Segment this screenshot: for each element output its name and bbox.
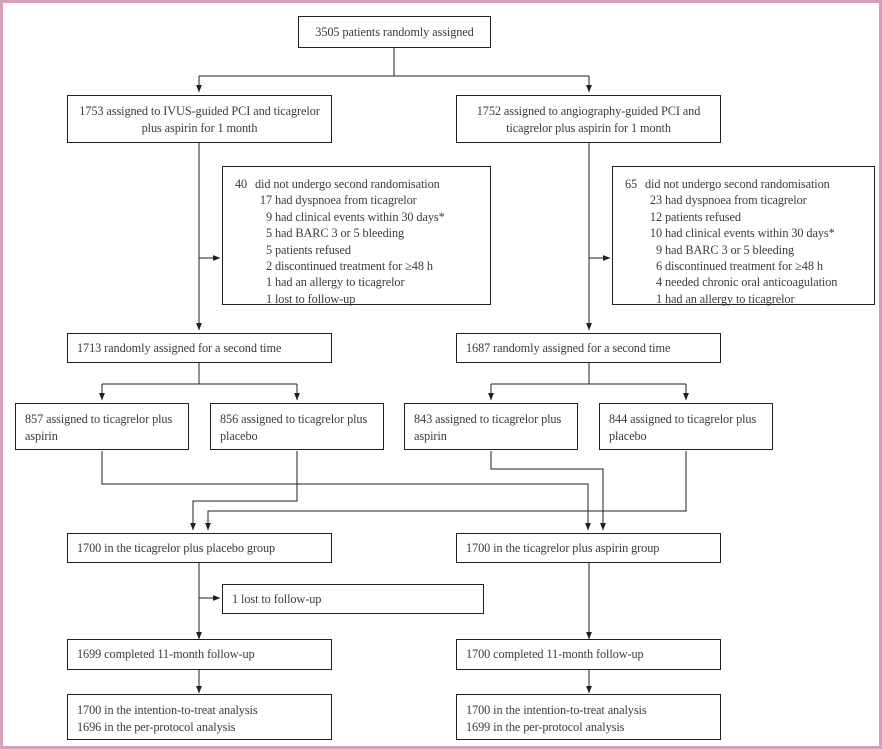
analysis-right-pp: 1699 in the per-protocol analysis (466, 719, 625, 734)
alloc-1-line2: aspirin (25, 428, 58, 443)
exclusion-item-count: 9 (655, 242, 662, 257)
analysis-left-itt: 1700 in the intention-to-treat analysis (77, 703, 258, 717)
exclusion-item-text: patients refused (274, 242, 351, 257)
node-allocation-ticagrelor-placebo-ivus: 856 assigned to ticagrelor plus placebo (210, 403, 384, 450)
lost-followup-label: 1 lost to follow-up (232, 592, 322, 606)
node-analysis-left: 1700 in the intention-to-treat analysis … (67, 694, 332, 740)
exclusion-item-text: lost to follow-up (274, 291, 356, 306)
exclusion-item-text: had clinical events within 30 days* (274, 209, 445, 224)
arm-right-line1: 1752 assigned to angiography-guided PCI … (476, 104, 701, 118)
exclusion-item: 5 patients refused (235, 242, 480, 258)
alloc-3-line1: 843 assigned to ticagrelor plus (414, 412, 562, 426)
node-analysis-right: 1700 in the intention-to-treat analysis … (456, 694, 721, 740)
exclusions-right-header: 65 did not undergo second randomisation (625, 176, 864, 192)
exclusion-item-count: 5 (265, 242, 272, 257)
alloc-4-line2: placebo (609, 428, 647, 443)
node-group-ticagrelor-aspirin: 1700 in the ticagrelor plus aspirin grou… (456, 533, 721, 563)
exclusion-item: 2 discontinued treatment for ≥48 h (235, 258, 480, 274)
exclusion-item-count: 1 (655, 291, 662, 306)
exclusion-item-count: 1 (265, 275, 272, 290)
exclusion-item: 5 had BARC 3 or 5 bleeding (235, 225, 480, 241)
alloc-2-line1: 856 assigned to ticagrelor plus (220, 412, 368, 426)
exclusion-item: 17 had dyspnoea from ticagrelor (235, 192, 480, 208)
exclusion-item-count: 4 (655, 275, 662, 290)
second-randomisation-right-label: 1687 randomly assigned for a second time (466, 341, 671, 355)
second-randomisation-left-label: 1713 randomly assigned for a second time (77, 341, 282, 355)
exclusions-left-header: 40 did not undergo second randomisation (235, 176, 480, 192)
node-group-ticagrelor-placebo: 1700 in the ticagrelor plus placebo grou… (67, 533, 332, 563)
exclusion-item-text: had dyspnoea from ticagrelor (274, 193, 417, 208)
node-second-randomisation-left: 1713 randomly assigned for a second time (67, 333, 332, 363)
node-allocation-ticagrelor-aspirin-angio: 843 assigned to ticagrelor plus aspirin (404, 403, 578, 450)
exclusion-item: 12 patients refused (625, 209, 864, 225)
group-placebo-label: 1700 in the ticagrelor plus placebo grou… (77, 541, 276, 555)
exclusion-item: 1 lost to follow-up (235, 291, 480, 307)
exclusion-item-text: had BARC 3 or 5 bleeding (664, 242, 795, 257)
exclusion-item-count: 17 (259, 193, 272, 208)
enrollment-label: 3505 patients randomly assigned (315, 25, 474, 39)
group-aspirin-label: 1700 in the ticagrelor plus aspirin grou… (466, 541, 660, 555)
exclusion-item-text: had an allergy to ticagrelor (274, 275, 405, 290)
exclusion-item-text: had dyspnoea from ticagrelor (664, 193, 807, 208)
exclusions-right-header-text: did not undergo second randomisation (644, 177, 830, 191)
node-allocation-ticagrelor-aspirin-ivus: 857 assigned to ticagrelor plus aspirin (15, 403, 189, 450)
exclusion-item: 1 had an allergy to ticagrelor (235, 274, 480, 290)
exclusion-item-text: had an allergy to ticagrelor (664, 291, 795, 306)
node-arm-left: 1753 assigned to IVUS-guided PCI and tic… (67, 95, 332, 143)
arm-right-line2: ticagrelor plus aspirin for 1 month (506, 120, 671, 135)
exclusion-item: 1 had an allergy to ticagrelor (625, 291, 864, 307)
exclusion-item-text: patients refused (664, 209, 741, 224)
exclusions-right-count: 65 (625, 177, 638, 191)
analysis-left-pp: 1696 in the per-protocol analysis (77, 719, 236, 734)
alloc-3-line2: aspirin (414, 428, 447, 443)
exclusions-left-count: 40 (235, 177, 248, 191)
node-second-randomisation-right: 1687 randomly assigned for a second time (456, 333, 721, 363)
exclusion-item: 10 had clinical events within 30 days* (625, 225, 864, 241)
alloc-1-line1: 857 assigned to ticagrelor plus (25, 412, 173, 426)
exclusion-item-count: 5 (265, 226, 272, 241)
exclusion-item-text: had clinical events within 30 days* (664, 226, 835, 241)
analysis-right-itt: 1700 in the intention-to-treat analysis (466, 703, 647, 717)
exclusion-item: 4 needed chronic oral anticoagulation (625, 274, 864, 290)
node-enrollment: 3505 patients randomly assigned (298, 16, 491, 48)
node-exclusions-left: 40 did not undergo second randomisation … (222, 166, 491, 307)
exclusion-item-count: 1 (265, 291, 272, 306)
exclusion-item: 9 had clinical events within 30 days* (235, 209, 480, 225)
exclusion-item: 6 discontinued treatment for ≥48 h (625, 258, 864, 274)
node-arm-right: 1752 assigned to angiography-guided PCI … (456, 95, 721, 143)
node-lost-to-follow-up: 1 lost to follow-up (222, 584, 484, 614)
completed-left-label: 1699 completed 11-month follow-up (77, 647, 255, 661)
exclusion-item-text: discontinued treatment for ≥48 h (274, 259, 433, 274)
exclusion-item-count: 6 (655, 259, 662, 274)
arm-left-line1: 1753 assigned to IVUS-guided PCI and tic… (79, 104, 320, 118)
exclusion-item-count: 9 (265, 209, 272, 224)
exclusion-item-text: had BARC 3 or 5 bleeding (274, 226, 405, 241)
exclusion-item: 23 had dyspnoea from ticagrelor (625, 192, 864, 208)
exclusion-item: 9 had BARC 3 or 5 bleeding (625, 242, 864, 258)
arm-left-line2: plus aspirin for 1 month (141, 120, 258, 135)
alloc-2-line2: placebo (220, 428, 258, 443)
exclusion-item-count: 10 (649, 226, 662, 241)
completed-right-label: 1700 completed 11-month follow-up (466, 647, 644, 661)
node-completed-right: 1700 completed 11-month follow-up (456, 639, 721, 670)
exclusion-item-count: 23 (649, 193, 662, 208)
node-allocation-ticagrelor-placebo-angio: 844 assigned to ticagrelor plus placebo (599, 403, 773, 450)
exclusion-item-count: 12 (649, 209, 662, 224)
node-exclusions-right: 65 did not undergo second randomisation … (612, 166, 875, 307)
node-completed-left: 1699 completed 11-month follow-up (67, 639, 332, 670)
exclusion-item-count: 2 (265, 259, 272, 274)
exclusion-item-text: discontinued treatment for ≥48 h (664, 259, 823, 274)
alloc-4-line1: 844 assigned to ticagrelor plus (609, 412, 757, 426)
exclusions-left-header-text: did not undergo second randomisation (254, 177, 440, 191)
exclusion-item-text: needed chronic oral anticoagulation (664, 275, 838, 290)
